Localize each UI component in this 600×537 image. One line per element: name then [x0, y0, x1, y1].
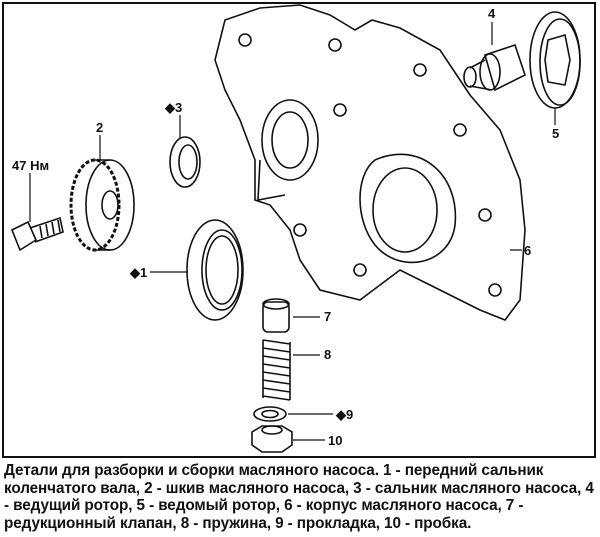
- exploded-view-diagram: 4 5 2 ◆3 47 Нм ◆1 6 7 8 ◆9 10: [10, 4, 581, 453]
- relief-valve: [262, 298, 290, 333]
- housing-bolt-holes: [238, 33, 502, 297]
- figure-caption: Детали для разборки и сборки масляного н…: [4, 462, 594, 532]
- label-1: ◆1: [129, 265, 147, 280]
- label-6: 6: [524, 243, 531, 258]
- label-4: 4: [488, 6, 496, 21]
- housing-rotor-bore-inner: [372, 167, 438, 253]
- label-10: 10: [328, 433, 342, 448]
- leader-lines: [29, 22, 556, 441]
- label-9: ◆9: [335, 407, 353, 422]
- label-7: 7: [324, 309, 331, 324]
- label-3: ◆3: [164, 100, 182, 115]
- oil-pump-seal: [169, 136, 201, 188]
- label-5: 5: [552, 126, 559, 141]
- driven-rotor: [529, 11, 581, 109]
- label-2: 2: [96, 120, 103, 135]
- crankshaft-front-seal: [186, 219, 244, 321]
- gasket: [253, 406, 287, 422]
- bolt: [10, 216, 64, 252]
- label-torque: 47 Нм: [12, 158, 49, 173]
- housing-seal-bore-inner: [271, 111, 309, 169]
- housing-rotor-bore: [359, 153, 457, 264]
- drive-rotor: [463, 43, 526, 92]
- spring: [262, 339, 291, 401]
- housing-oil-passage: [257, 159, 286, 201]
- oil-pump-sprocket: [69, 158, 135, 252]
- pump-housing: [214, 4, 526, 321]
- plug: [251, 425, 293, 453]
- label-8: 8: [324, 347, 331, 362]
- housing-seal-bore: [261, 99, 319, 181]
- diagram-frame: [2, 2, 596, 458]
